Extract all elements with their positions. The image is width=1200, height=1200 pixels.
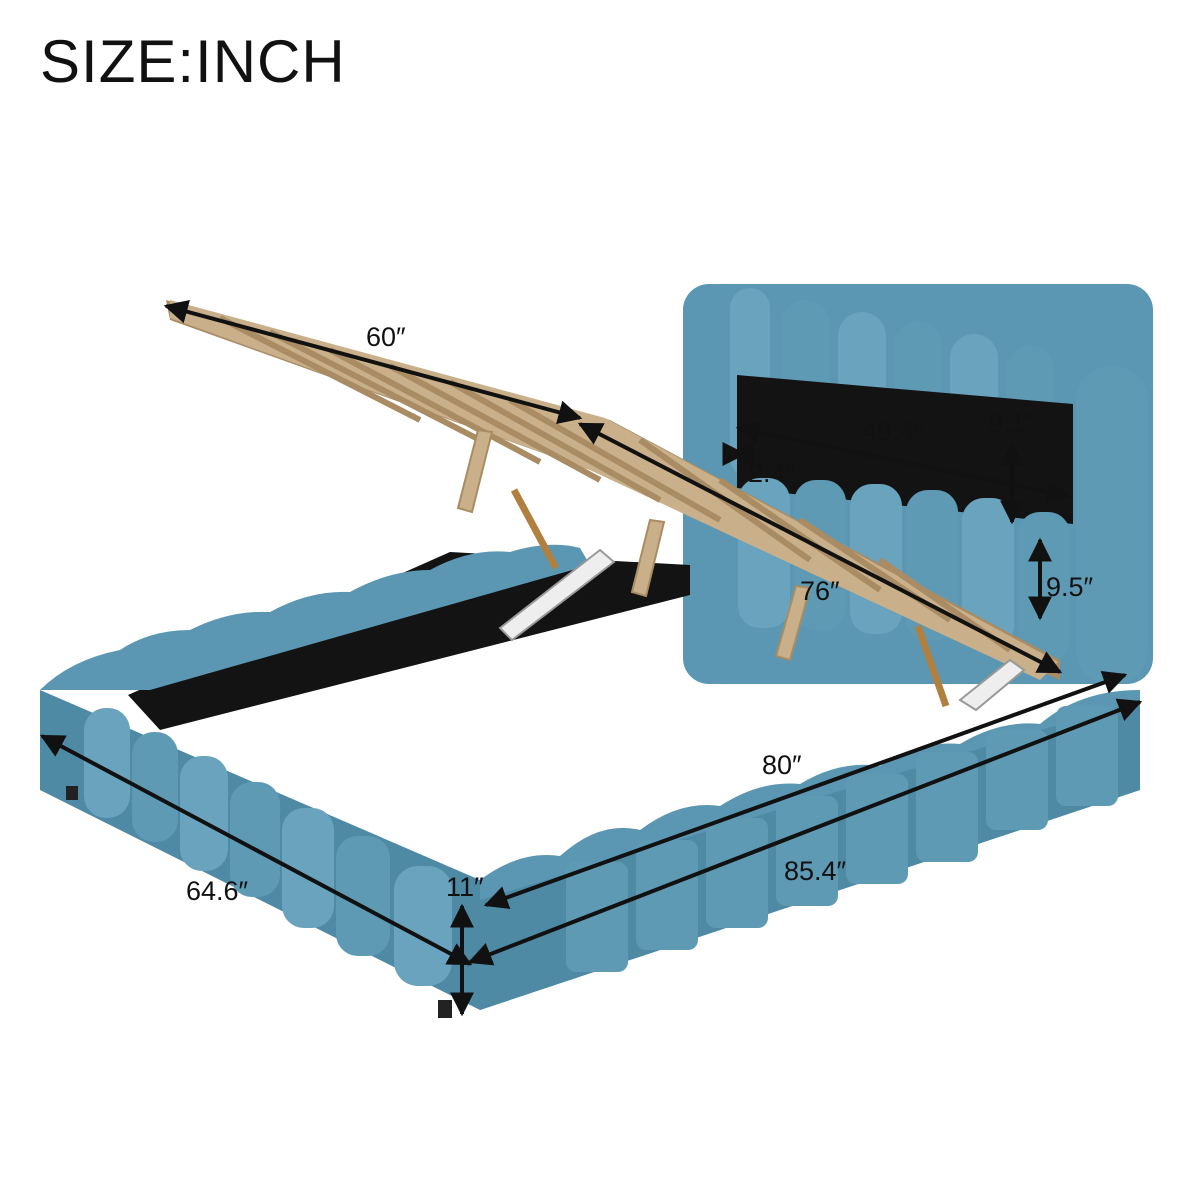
dim-line-60 bbox=[163, 300, 583, 424]
dim-line-76 bbox=[577, 422, 1063, 674]
label-headboard-panel-width: 49.4″ bbox=[862, 416, 925, 446]
dim-line-64-6 bbox=[39, 734, 473, 966]
label-headboard-lower-height: 9.5″ bbox=[1046, 572, 1094, 602]
dimension-lines bbox=[39, 300, 1143, 1017]
label-headboard-panel-height: 9.1″ bbox=[988, 408, 1036, 438]
right-side-rail bbox=[480, 690, 1140, 1010]
dim-line-85-4 bbox=[467, 698, 1143, 966]
left-side-rail bbox=[40, 544, 590, 690]
label-frame-height: 11″ bbox=[446, 872, 484, 902]
label-inner-length: 80″ bbox=[762, 750, 802, 780]
label-lift-frame-length: 76″ bbox=[800, 576, 840, 606]
label-headboard-inset: 2.4″ bbox=[748, 458, 796, 488]
dimension-labels: 60″ 76″ 49.4″ 9.1″ 2.4″ 9.5″ 80″ 85.4″ 6… bbox=[186, 322, 1094, 906]
label-outer-width: 64.6″ bbox=[186, 876, 249, 906]
label-lift-frame-width: 60″ bbox=[366, 322, 406, 352]
label-outer-length: 85.4″ bbox=[784, 856, 847, 886]
page-title: SIZE:INCH bbox=[40, 28, 346, 95]
